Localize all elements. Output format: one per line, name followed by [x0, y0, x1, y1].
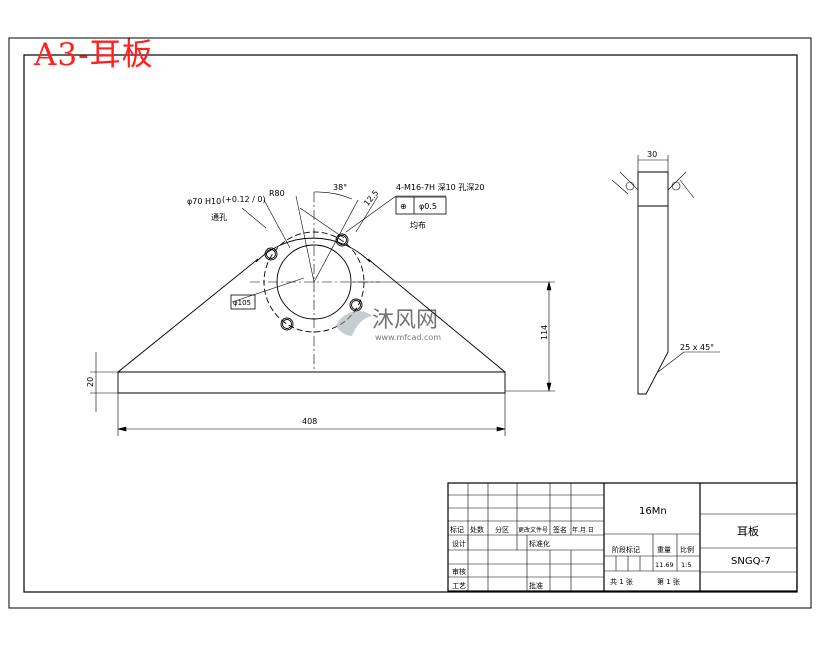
scale-value: 1:5 — [681, 561, 691, 569]
watermark-url: www.mfcad.com — [375, 333, 441, 342]
part-name: 耳板 — [737, 524, 759, 538]
weight-value: 11.69 — [655, 561, 674, 569]
bore-label: φ70 H10 — [187, 197, 221, 206]
circle-dim: φ105 — [233, 299, 251, 307]
bolt-holes — [264, 233, 363, 331]
approve-label: 批准 — [529, 581, 543, 590]
pattern-note: 均布 — [410, 220, 426, 230]
radius-label: R80 — [269, 189, 285, 198]
design-label: 设计 — [452, 539, 466, 548]
weight-label: 重量 — [657, 546, 671, 554]
material: 16Mn — [639, 506, 667, 517]
drawing-number: SNGQ-7 — [731, 556, 771, 567]
front-view — [90, 191, 555, 436]
arc-label: 12.5 — [362, 188, 380, 207]
thickness-dim: 20 — [86, 377, 95, 387]
position-symbol: ⊕ — [400, 202, 407, 211]
watermark: 沐风网 www.mfcad.com — [336, 308, 441, 342]
hdr-zone: 分区 — [495, 525, 509, 534]
width-dim: 408 — [302, 417, 317, 426]
phi105-box — [230, 294, 256, 310]
sheet-number: 第 1 张 — [657, 577, 680, 586]
angle-label: 38° — [333, 183, 347, 192]
dim-20-lines — [90, 352, 118, 412]
total-sheets: 共 1 张 — [610, 577, 633, 586]
dim-408-lines — [117, 393, 506, 436]
process-label: 工艺 — [452, 582, 466, 590]
side-outline — [637, 171, 669, 395]
hdr-sign: 签名 — [553, 525, 567, 534]
top-arc — [255, 237, 371, 263]
watermark-text: 沐风网 — [372, 308, 438, 333]
title-block-text: 标记 处数 分区 更改文件号 签名 年.月.日 设计 标准化 审核 工艺 批准 … — [450, 506, 771, 590]
plate-outline — [117, 258, 506, 394]
tolerance-frame — [395, 196, 447, 215]
dim-114-lines — [352, 281, 555, 392]
drawing-title: A3-耳板 — [34, 37, 154, 73]
side-view — [611, 155, 720, 395]
hdr-count: 处数 — [470, 525, 484, 534]
title-block — [447, 482, 798, 592]
side-thickness-dim: 30 — [647, 150, 657, 159]
height-dim: 114 — [540, 325, 549, 340]
front-view-labels: φ70 H10 (+0.12 / 0) 通孔 R80 38° 12.5 4-M1… — [86, 183, 549, 426]
position-tolerance: φ0.5 — [419, 202, 437, 211]
chamfer-dim: 25 x 45° — [680, 343, 714, 352]
hdr-mark: 标记 — [450, 525, 464, 534]
leader-lines — [231, 191, 446, 303]
review-label: 审核 — [452, 567, 466, 576]
standardize-label: 标准化 — [529, 539, 550, 548]
outer-border — [8, 37, 812, 609]
scale-label: 比例 — [680, 545, 694, 554]
bore-tolerance: (+0.12 / 0) — [222, 195, 266, 204]
inner-border — [23, 54, 798, 593]
hdr-docno: 更改文件号 — [518, 526, 548, 534]
watermark-logo — [336, 311, 372, 336]
hdr-date: 年.月.日 — [572, 526, 594, 534]
stage-mark-label: 阶段标记 — [612, 545, 640, 554]
bore-note: 通孔 — [211, 212, 227, 222]
hole-spec: 4-M16-7H 深10 孔深20 — [396, 183, 485, 192]
